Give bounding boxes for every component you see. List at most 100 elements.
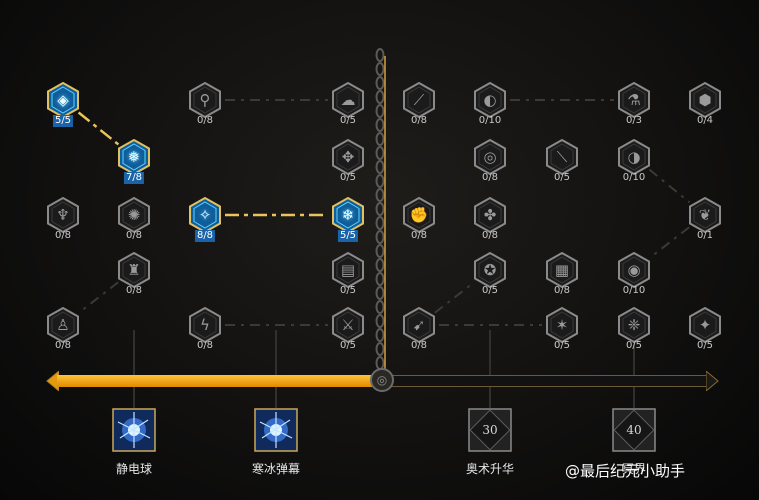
hex-frame — [546, 252, 578, 288]
skill-node-n28[interactable]: ❈ 0/5 — [616, 307, 652, 351]
hex-frame — [618, 252, 650, 288]
hex-frame — [474, 197, 506, 233]
hex-frame — [618, 82, 650, 118]
skill-node-n16[interactable]: ✊0/8 — [401, 197, 437, 241]
blade-sweep-icon: ⟍ — [556, 148, 568, 166]
skill-rank: 8/8 — [194, 230, 216, 242]
skill-node-n8[interactable]: ☁0/5 — [330, 82, 366, 126]
reward-ice-barrage[interactable] — [254, 408, 298, 452]
skill-node-n15[interactable]: ⟋0/8 — [401, 82, 437, 126]
arrow-burst-icon: ➹ — [412, 316, 426, 334]
skill-link — [434, 281, 475, 314]
skill-node-n29[interactable]: ⬢ 0/4 — [687, 82, 723, 126]
void-ring-icon: ◎ — [483, 148, 497, 166]
reward-label: 静电球 — [115, 462, 153, 476]
skill-node-n12[interactable]: ▤ 0/5 — [330, 252, 366, 296]
skill-rank: 0/5 — [339, 285, 357, 296]
hex-frame — [618, 307, 650, 343]
chain-lock-icon[interactable]: ◎ — [370, 368, 394, 392]
skill-node-n3[interactable]: ♆0/8 — [45, 197, 81, 241]
progress-left-cap — [46, 371, 59, 391]
skill-node-n9[interactable]: ✥0/5 — [330, 139, 366, 183]
ice-crystal-cluster-icon: ❈ — [627, 316, 641, 334]
skill-node-n26[interactable]: ◑ 0/10 — [616, 139, 652, 183]
hex-frame — [474, 82, 506, 118]
skill-node-n21[interactable]: ✪0/5 — [472, 252, 508, 296]
skill-rank: 0/10 — [622, 172, 646, 183]
skill-node-n4[interactable]: ✺0/8 — [116, 197, 152, 241]
skill-node-n2[interactable]: ❅7/8 — [116, 139, 152, 184]
reward-label: 冥界 — [621, 462, 647, 476]
central-chain — [374, 48, 386, 378]
hex-frame — [689, 82, 721, 118]
dagger-slash-icon: ⟋ — [413, 91, 425, 109]
skill-node-n25[interactable]: ⚗0/3 — [616, 82, 652, 126]
hex-frame — [546, 139, 578, 175]
crumbling-stone-icon: ▦ — [554, 261, 570, 279]
skill-node-n1[interactable]: ◈5/5 — [45, 82, 81, 127]
arcane-ascension-icon — [468, 408, 512, 452]
static-orb-icon — [112, 408, 156, 452]
skill-node-n24[interactable]: ✶ 0/5 — [544, 307, 580, 351]
skill-node-n19[interactable]: ◎0/8 — [472, 139, 508, 183]
progress-right-cap — [706, 371, 719, 391]
skill-rank: 0/5 — [339, 340, 357, 351]
skill-node-n22[interactable]: ⟍0/5 — [544, 139, 580, 183]
skill-node-n31[interactable]: ✦0/5 — [687, 307, 723, 351]
spiked-star-icon: ✦ — [698, 316, 712, 334]
claw-strike-icon: ⚔ — [341, 316, 355, 334]
hex-frame — [118, 197, 150, 233]
skill-node-n14[interactable]: ⚔ 0/5 — [330, 307, 366, 351]
skill-rank: 0/8 — [410, 340, 428, 351]
hex-frame — [332, 307, 364, 343]
skill-node-n10[interactable]: ✧8/8 — [187, 197, 223, 242]
hex-frame — [118, 252, 150, 288]
skill-rank: 0/10 — [478, 115, 502, 126]
shard-cube-icon: ◈ — [57, 91, 69, 109]
underworld-icon — [612, 408, 656, 452]
skill-node-n7[interactable]: ⚲0/8 — [187, 82, 223, 126]
skill-node-n27[interactable]: ◉0/10 — [616, 252, 652, 296]
skill-node-n20[interactable]: ✤0/8 — [472, 197, 508, 241]
skill-node-n5[interactable]: ♜0/8 — [116, 252, 152, 296]
skill-node-n17[interactable]: ➹ 0/8 — [401, 307, 437, 351]
tome-icon: ▤ — [340, 261, 356, 279]
skill-link — [649, 226, 690, 259]
skill-rank: 0/5 — [625, 340, 643, 351]
skill-rank: 0/5 — [481, 285, 499, 296]
skill-rank: 0/10 — [622, 285, 646, 296]
hex-frame — [403, 307, 435, 343]
frost-nova-icon: ❄ — [341, 206, 355, 224]
skill-node-n30[interactable]: ❦0/1 — [687, 197, 723, 241]
reward-level: 40 — [626, 423, 642, 437]
hex-frame — [546, 307, 578, 343]
reward-static-orb[interactable] — [112, 408, 156, 452]
reward-label: 奥术升华 — [465, 462, 515, 476]
skill-rank: 7/8 — [123, 172, 145, 184]
gem-icon: ⬢ — [698, 91, 712, 109]
skill-link — [78, 281, 119, 314]
skill-node-n23[interactable]: ▦0/8 — [544, 252, 580, 296]
skill-rank: 0/8 — [196, 115, 214, 126]
reward-arcane-ascension[interactable]: 30 — [468, 408, 512, 452]
hex-frame — [332, 139, 364, 175]
hex-frame — [332, 82, 364, 118]
skill-rank: 0/8 — [481, 230, 499, 241]
skill-rank: 0/5 — [339, 115, 357, 126]
skill-rank: 0/4 — [696, 115, 714, 126]
skill-node-n18[interactable]: ◐0/10 — [472, 82, 508, 126]
hooded-figure-icon: ♙ — [56, 316, 70, 334]
star-burst-icon: ✶ — [555, 316, 569, 334]
skill-link — [77, 111, 120, 146]
skill-rank: 0/5 — [553, 340, 571, 351]
skill-rank: 0/1 — [696, 230, 714, 241]
skill-node-n6[interactable]: ♙0/8 — [45, 307, 81, 351]
skill-node-n11[interactable]: ❄5/5 — [330, 197, 366, 242]
vortex-icon: ◑ — [627, 148, 641, 166]
reward-underworld[interactable]: 40 — [612, 408, 656, 452]
skill-rank: 0/3 — [625, 115, 643, 126]
hex-frame — [403, 82, 435, 118]
